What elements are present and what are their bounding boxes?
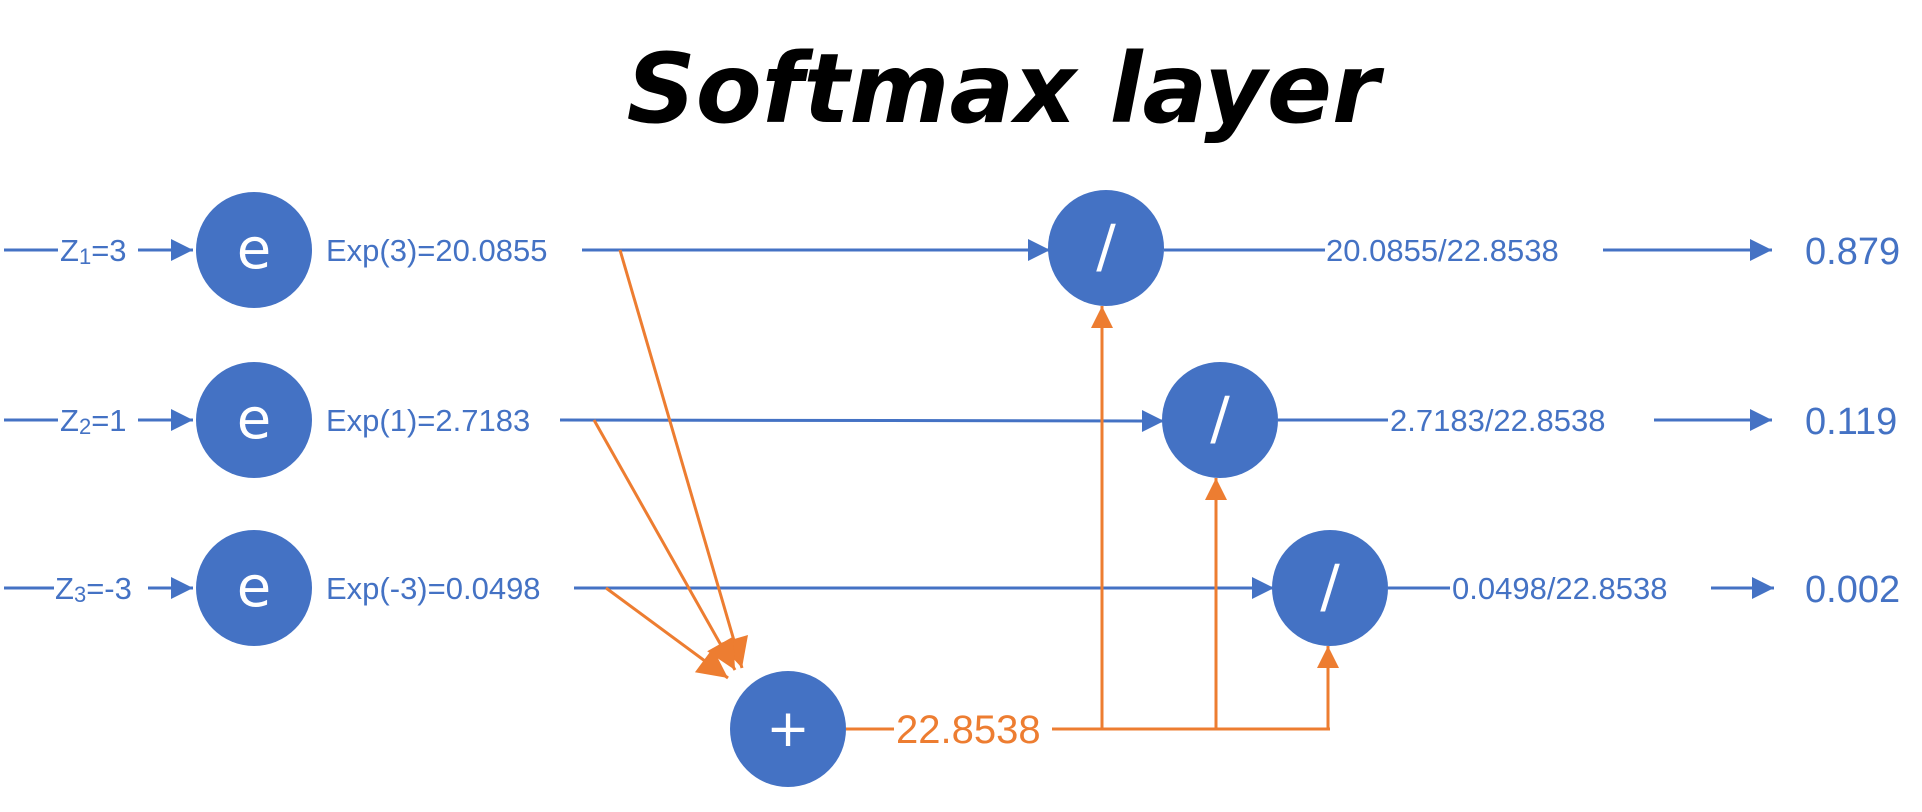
divide-symbol-3: / <box>1320 552 1340 620</box>
ratio-label-1: 20.0855/22.8538 <box>1326 233 1559 268</box>
output-value-2: 0.119 <box>1805 401 1897 443</box>
exp-node-1 <box>196 192 312 308</box>
input-label-3: Z3=-3 <box>55 571 132 607</box>
exp1-to-sum-arrow <box>618 249 748 669</box>
diagram-title: Softmax layer <box>627 33 1385 145</box>
exp-label-1: Exp(3)=20.0855 <box>326 233 547 268</box>
divide-node-3 <box>1272 530 1388 646</box>
exp-symbol-3: e <box>237 555 271 620</box>
divide-node-1 <box>1048 190 1164 306</box>
row-3: Z3=-3 e Exp(-3)=0.0498 / 0.0498/22.8538 … <box>4 530 1900 646</box>
exp-symbol-1: e <box>237 217 271 282</box>
exp-to-divide-arrow-2 <box>559 409 1165 432</box>
output-value-1: 0.879 <box>1805 231 1900 273</box>
sum-wiring: + 22.8538 <box>592 249 1339 787</box>
divide-symbol-2: / <box>1210 384 1230 452</box>
sum-node <box>730 671 846 787</box>
exp-label-2: Exp(1)=2.7183 <box>326 403 530 438</box>
exp-symbol-2: e <box>237 387 271 452</box>
input-label-1: Z1=3 <box>60 233 127 269</box>
exp-node-3 <box>196 530 312 646</box>
exp-node-2 <box>196 362 312 478</box>
row-1: Z1=3 e Exp(3)=20.0855 / 20.0855/22.8538 … <box>4 190 1900 308</box>
ratio-label-3: 0.0498/22.8538 <box>1452 571 1668 606</box>
exp2-to-sum-arrow <box>592 419 737 671</box>
ratio-label-2: 2.7183/22.8538 <box>1390 403 1606 438</box>
divide-node-2 <box>1162 362 1278 478</box>
sum-symbol: + <box>766 699 810 759</box>
exp-label-3: Exp(-3)=0.0498 <box>326 571 541 606</box>
sum-value-label: 22.8538 <box>896 708 1041 752</box>
input-label-2: Z2=1 <box>60 403 127 439</box>
divide-symbol-1: / <box>1096 212 1116 280</box>
row-2: Z2=1 e Exp(1)=2.7183 / 2.7183/22.8538 0.… <box>4 362 1897 478</box>
output-value-3: 0.002 <box>1805 569 1900 611</box>
exp3-to-sum-arrow <box>605 586 729 680</box>
